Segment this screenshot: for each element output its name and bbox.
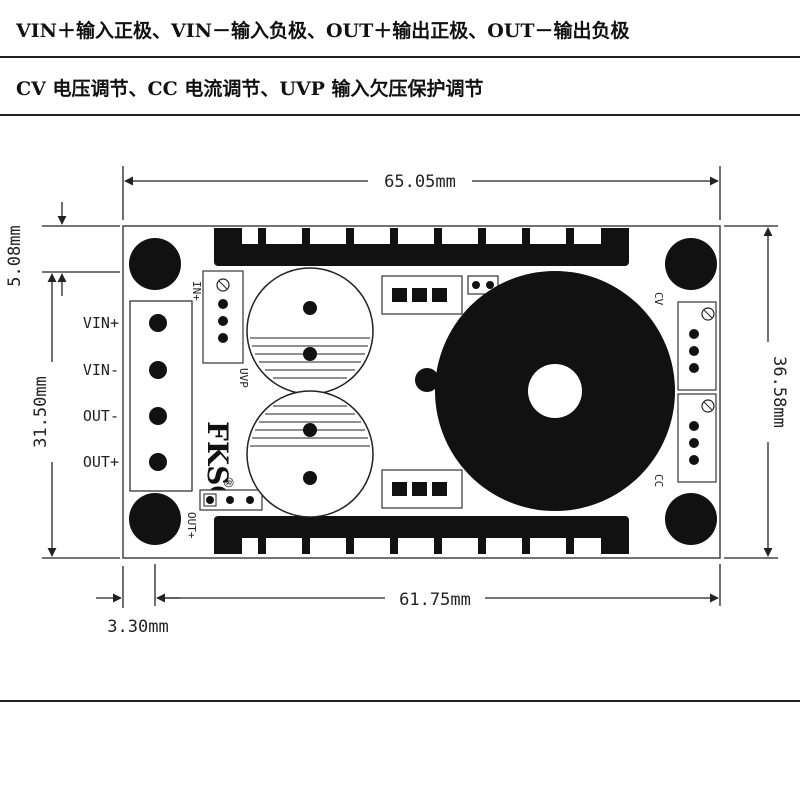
capacitor-bottom [246,390,374,518]
mounting-hole-top-left [129,238,181,290]
registered-mark: ® [220,476,235,489]
dimension-width-bottom-label: 61.75mm [399,590,471,610]
label-cc: CC [652,474,665,487]
dimension-offset-left-label: 3.30mm [107,617,168,637]
dimension-offset-top-label: 5.08mm [5,225,25,286]
ic-bottom [381,469,463,509]
cc-potentiometer [677,393,717,483]
ic-top [381,275,463,315]
pcb-board: VIN+ VIN- OUT- OUT+ IN+ UVP FKSO ® OUT+ [83,225,721,559]
heatsink-bottom [214,516,629,554]
terminal-description: VIN＋输入正极、VIN－输入负极、OUT＋输出正极、OUT－输出负极 [16,20,630,42]
label-cv: CV [652,292,665,306]
jumper-top [467,275,499,295]
cv-potentiometer [677,301,717,391]
terminal-label-vin-minus: VIN- [83,361,119,379]
terminal-label-out-plus: OUT+ [83,453,119,471]
terminal-label-vin-plus: VIN+ [83,314,119,332]
dimension-offset-left: 3.30mm [96,566,180,637]
diagram-frame: 65.05mm 61.75mm 3.30mm 36.58mm 31.50mm 5 [0,116,800,702]
header-row-adjustments: CV 电压调节、CC 电流调节、UVP 输入欠压保护调节 [0,58,800,116]
label-in-plus: IN+ [190,281,203,301]
dimension-offset-top: 5.08mm [5,202,120,296]
adjustment-description: CV 电压调节、CC 电流调节、UVP 输入欠压保护调节 [16,78,484,100]
inductor [415,271,675,511]
terminal-label-out-minus: OUT- [83,407,119,425]
capacitor-top [246,267,374,395]
dimension-width-top: 65.05mm [122,166,721,220]
header-row-terminals: VIN＋输入正极、VIN－输入负极、OUT＋输出正极、OUT－输出负极 [0,0,800,58]
uvp-potentiometer [202,270,244,364]
mounting-hole-top-right [665,238,717,290]
mounting-hole-bottom-left [129,493,181,545]
dimension-height-left: 31.50mm [31,271,120,559]
label-out-plus: OUT+ [185,512,198,539]
dimension-width-bottom: 61.75mm [154,564,721,610]
dimension-height-right-label: 36.58mm [769,356,789,428]
dimension-height-right: 36.58mm [724,225,789,559]
pcb-dimension-diagram: 65.05mm 61.75mm 3.30mm 36.58mm 31.50mm 5 [5,166,789,637]
heatsink-top [214,228,629,266]
mounting-hole-bottom-right [665,493,717,545]
label-uvp: UVP [237,368,250,388]
terminal-block [129,300,193,492]
out-plus-connector [199,489,263,511]
dimension-height-left-label: 31.50mm [31,376,51,448]
dimension-width-top-label: 65.05mm [384,172,456,192]
